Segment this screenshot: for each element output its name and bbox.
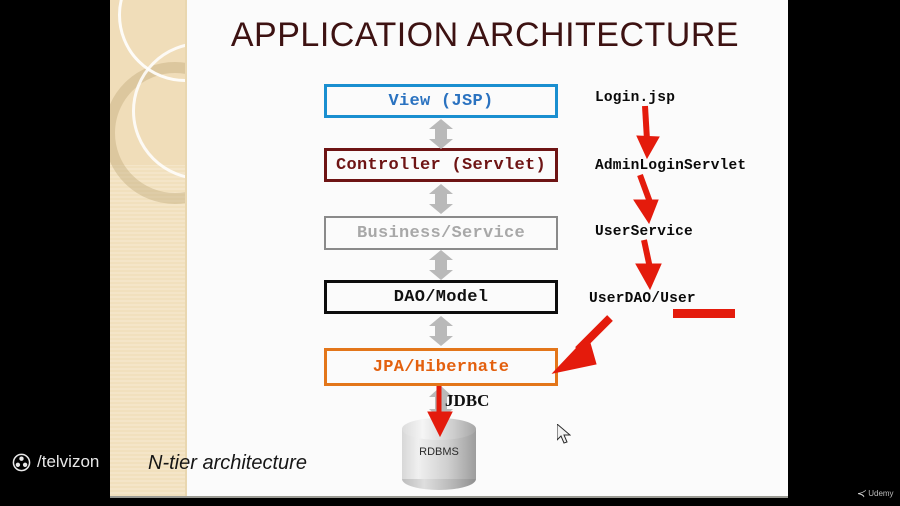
- double-arrow-icon: [424, 316, 458, 346]
- udemy-watermark-label: Udemy: [868, 489, 894, 498]
- double-arrow-icon: [424, 250, 458, 280]
- example-label-user-service: UserService: [595, 224, 693, 240]
- layer-box-business: Business/Service: [324, 216, 558, 250]
- mouse-cursor-icon: [557, 424, 571, 444]
- udemy-mark-icon: ≺: [856, 488, 866, 500]
- layer-label-controller: Controller (Servlet): [335, 155, 547, 175]
- layer-label-business: Business/Service: [356, 223, 526, 243]
- layer-box-controller: Controller (Servlet): [324, 148, 558, 182]
- example-label-user-dao-user: UserDAO/User: [589, 291, 696, 307]
- layer-box-jpa-hibernate: JPA/Hibernate: [324, 348, 558, 386]
- slide-title: APPLICATION ARCHITECTURE: [230, 16, 740, 54]
- layer-box-view: View (JSP): [324, 84, 558, 118]
- database-cylinder-icon: RDBMS: [402, 418, 476, 490]
- cylinder-top: [402, 418, 476, 440]
- layer-box-dao: DAO/Model: [324, 280, 558, 314]
- udemy-watermark: ≺ Udemy: [856, 487, 894, 500]
- layer-label-dao: DAO/Model: [393, 287, 489, 307]
- example-label-login-jsp: Login.jsp: [595, 90, 676, 106]
- layer-label-jpa: JPA/Hibernate: [372, 357, 510, 377]
- channel-watermark: /telvizon: [12, 452, 99, 472]
- band-tint-bottom: [110, 165, 186, 498]
- example-label-admin-login-servlet: AdminLoginServlet: [595, 158, 747, 174]
- channel-watermark-label: /telvizon: [37, 452, 100, 471]
- jdbc-label: JDBC: [445, 391, 490, 410]
- annotation-underline-user: [673, 309, 735, 318]
- band-edge: [185, 0, 187, 498]
- database-label: RDBMS: [419, 446, 459, 458]
- film-reel-icon: [12, 453, 31, 471]
- presentation-slide: APPLICATION ARCHITECTURE View (JSP) Cont…: [110, 0, 788, 498]
- slide-caption: N-tier architecture: [148, 452, 307, 474]
- slide-decorative-band: [110, 0, 186, 498]
- double-arrow-icon: [424, 119, 458, 149]
- double-arrow-icon: [424, 184, 458, 214]
- layer-label-view: View (JSP): [388, 91, 494, 111]
